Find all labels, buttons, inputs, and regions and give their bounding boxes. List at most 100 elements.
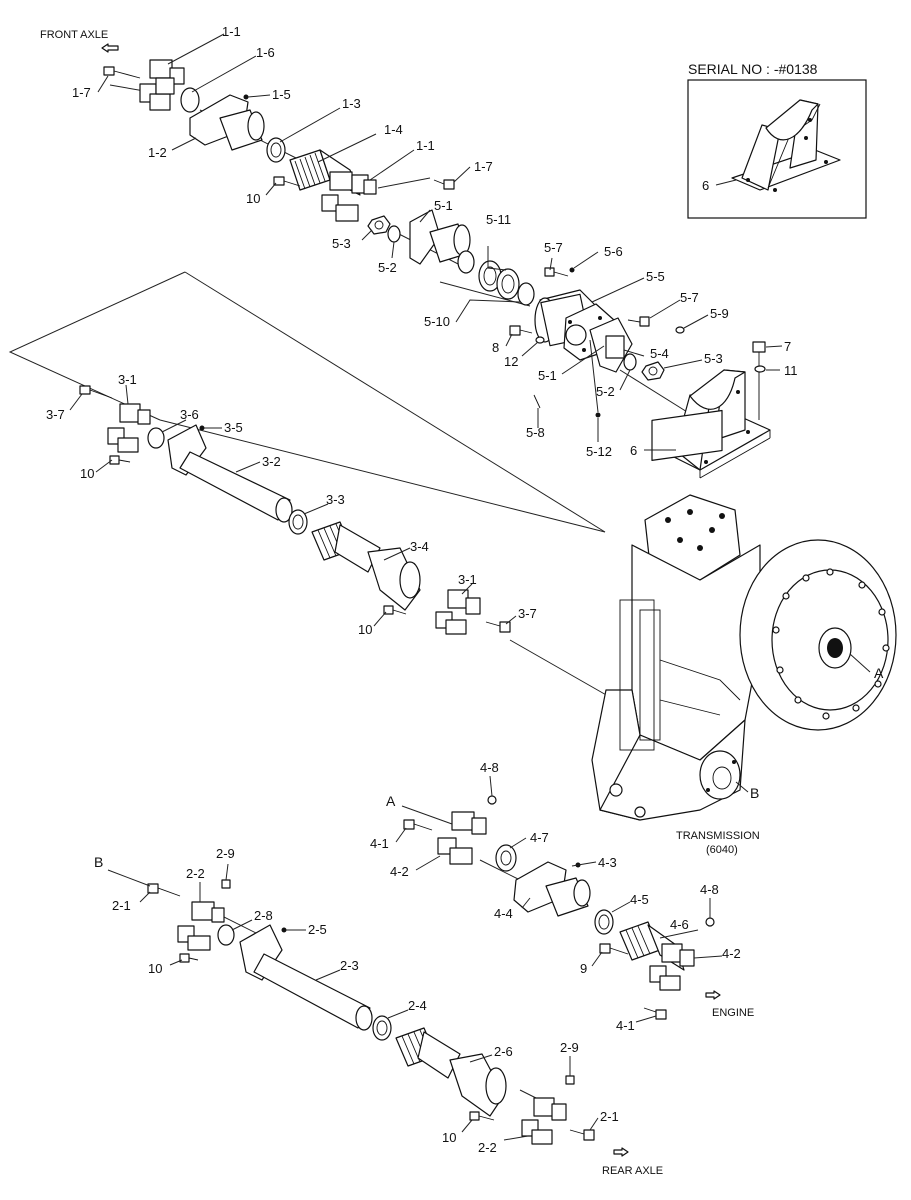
- grease-fitting-2-9-right: [565, 1075, 575, 1085]
- ring-3-3: [288, 509, 308, 535]
- ring-1-3: [266, 137, 286, 163]
- callout-1-7-b: 1-7: [474, 159, 493, 174]
- pin-5-8: [533, 394, 541, 409]
- rear-axle-arrow-icon: [613, 1147, 629, 1157]
- bolt-10-middle-right: [383, 605, 407, 615]
- callout-5-9: 5-9: [710, 306, 729, 321]
- callout-4-2-b: 4-2: [722, 946, 741, 961]
- bolt-10-front: [273, 176, 301, 187]
- callout-4-1-a: 4-1: [370, 836, 389, 851]
- serial-inset: SERIAL NO : -#0138: [687, 61, 867, 219]
- callout-5-10: 5-10: [424, 314, 450, 329]
- callout-4-7: 4-7: [530, 830, 549, 845]
- callout-5-2-b: 5-2: [596, 384, 615, 399]
- seal-1-6: [180, 87, 200, 113]
- callout-B-transmission: B: [750, 785, 759, 801]
- callout-10-c: 10: [358, 622, 372, 637]
- callout-3-4: 3-4: [410, 539, 429, 554]
- transmission-model-label: (6040): [706, 844, 738, 856]
- bolt-3-7-right: [485, 621, 511, 633]
- yoke-5-1-upper: [409, 209, 471, 265]
- callout-6-a: 6: [702, 178, 709, 193]
- callout-3-5: 3-5: [224, 420, 243, 435]
- reference-lines: [8, 84, 701, 1111]
- yoke-1-2: [189, 94, 265, 151]
- callout-3-1-a: 3-1: [118, 372, 137, 387]
- grease-fitting-4-8-lower: [705, 917, 715, 927]
- callout-2-1-b: 2-1: [600, 1109, 619, 1124]
- callout-6-b: 6: [630, 443, 637, 458]
- callout-5-2-a: 5-2: [378, 260, 397, 275]
- callout-5-4: 5-4: [650, 346, 669, 361]
- fitting-5-12: [595, 412, 601, 418]
- bolt-5-7-lower: [627, 316, 650, 327]
- splined-shaft-3-4: [311, 521, 421, 611]
- transmission-housing: [591, 409, 897, 821]
- washer-12: [535, 336, 545, 344]
- callout-1-7-a: 1-7: [72, 85, 91, 100]
- callout-4-4: 4-4: [494, 906, 513, 921]
- spider-2-2-right: [521, 1097, 567, 1145]
- callout-2-8: 2-8: [254, 908, 273, 923]
- callout-1-6: 1-6: [256, 45, 275, 60]
- callout-5-7-a: 5-7: [544, 240, 563, 255]
- callout-A-transmission: A: [874, 665, 884, 681]
- mounting-bracket-inset: [731, 99, 841, 192]
- engine-shaft-assembly: [403, 795, 715, 1020]
- callout-5-7-b: 5-7: [680, 290, 699, 305]
- grease-fitting-5-6: [569, 267, 575, 273]
- engine-arrow-icon: [705, 990, 721, 1000]
- callout-1-1-b: 1-1: [416, 138, 435, 153]
- front-shaft-assembly: [103, 59, 455, 222]
- callout-3-2: 3-2: [262, 454, 281, 469]
- callout-5-6: 5-6: [604, 244, 623, 259]
- bolt-1-7-left: [103, 66, 141, 79]
- callout-7: 7: [784, 339, 791, 354]
- callout-1-3: 1-3: [342, 96, 361, 111]
- callout-2-9-a: 2-9: [216, 846, 235, 861]
- spider-1-1-lower: [321, 171, 377, 222]
- callout-5-8: 5-8: [526, 425, 545, 440]
- callout-3-6: 3-6: [180, 407, 199, 422]
- serial-number-label: SERIAL NO : -#0138: [688, 61, 818, 77]
- yoke-4-4: [513, 861, 591, 917]
- washer-11: [754, 365, 766, 373]
- tube-2-3: [253, 953, 373, 1031]
- seal-2-8: [217, 924, 235, 946]
- callout-4-5: 4-5: [630, 892, 649, 907]
- callout-5-5: 5-5: [646, 269, 665, 284]
- ring-2-4: [372, 1015, 392, 1041]
- splined-shaft-2-6: [395, 1027, 507, 1117]
- callout-5-12: 5-12: [586, 444, 612, 459]
- callout-1-4: 1-4: [384, 122, 403, 137]
- callout-5-1-a: 5-1: [434, 198, 453, 213]
- bolt-3-7-left: [79, 385, 113, 399]
- callout-labels: 1-1 1-6 1-5 1-7 1-2 1-3 1-4 1-1 1-7 10 5…: [46, 24, 884, 1155]
- callout-10-a: 10: [246, 191, 260, 206]
- callout-A-shaft: A: [386, 793, 396, 809]
- leader-lines: [69, 33, 871, 1141]
- callout-1-1-a: 1-1: [222, 24, 241, 39]
- callout-3-1-b: 3-1: [458, 572, 477, 587]
- seal-3-6: [147, 427, 165, 449]
- callout-10-e: 10: [442, 1130, 456, 1145]
- bolt-8: [509, 325, 533, 336]
- callout-11: 11: [784, 363, 798, 378]
- callout-2-5: 2-5: [308, 922, 327, 937]
- callout-2-1-a: 2-1: [112, 898, 131, 913]
- callout-2-2-b: 2-2: [478, 1140, 497, 1155]
- callout-4-3: 4-3: [598, 855, 617, 870]
- middle-shaft-assembly: [79, 385, 511, 635]
- bolt-4-1-lower: [643, 1007, 667, 1020]
- callout-10-b: 10: [80, 466, 94, 481]
- rear-axle-label: REAR AXLE: [602, 1165, 663, 1177]
- callout-1-2: 1-2: [148, 145, 167, 160]
- spider-4-2-lower: [649, 943, 695, 991]
- callout-3-7-a: 3-7: [46, 407, 65, 422]
- bolt-10-rear-left: [179, 953, 199, 963]
- spider-3-1-left: [107, 403, 151, 453]
- flywheel-bolt-ring: [772, 568, 890, 720]
- ring-4-5: [594, 909, 614, 935]
- callout-5-11: 5-11: [486, 212, 511, 227]
